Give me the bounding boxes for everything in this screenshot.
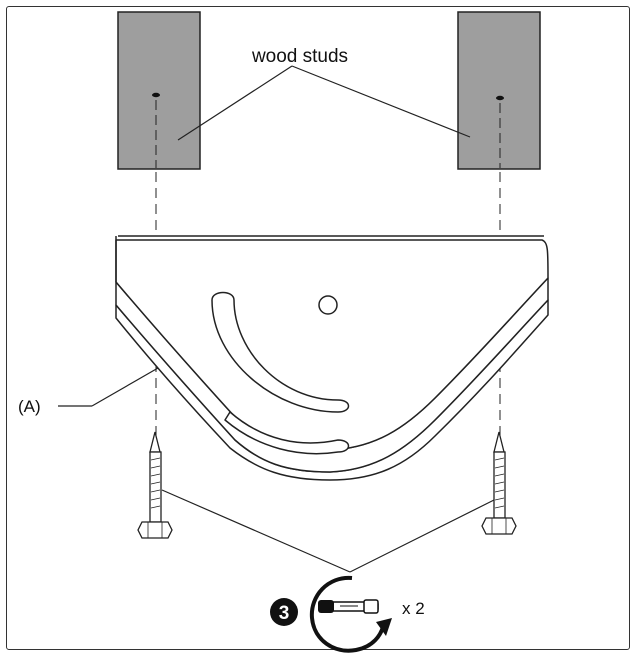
part-a-label: (A): [18, 397, 41, 416]
part-a-leader: [58, 367, 159, 407]
quantity-label: x 2: [402, 599, 425, 618]
wood-stud-left: [117, 11, 201, 170]
lag-screw-right: [481, 431, 517, 535]
wood-studs-leaders: [177, 65, 471, 141]
screws-leaders: [161, 489, 495, 573]
step-number: 3: [279, 603, 290, 624]
figure-frame: [6, 6, 630, 650]
alignment-lines: [155, 172, 501, 436]
lag-screw-left: [137, 431, 173, 539]
wood-studs-label: wood studs: [251, 46, 348, 67]
wood-stud-right: [457, 11, 541, 170]
bracket-a: [115, 235, 549, 481]
step-number-badge: 3: [270, 598, 298, 626]
socket-wrench-icon: [309, 575, 392, 653]
